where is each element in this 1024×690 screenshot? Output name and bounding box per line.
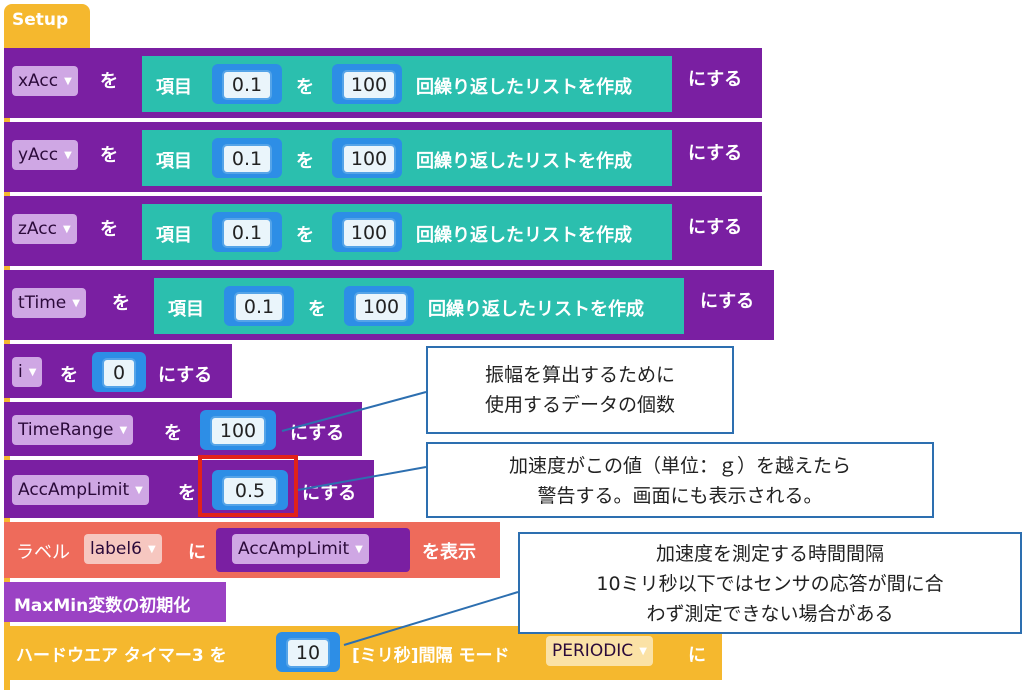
interval-label: [ミリ秒]間隔 モード: [352, 646, 510, 666]
chevron-down-icon: ▼: [28, 366, 37, 378]
chevron-down-icon: ▼: [62, 223, 71, 235]
wo-text: を: [164, 423, 182, 444]
highlight-box: [198, 455, 298, 517]
ni-suru-text: にする: [688, 69, 743, 90]
var-dropdown-accamplimit-get[interactable]: AccAmpLimit▼: [232, 534, 369, 564]
chevron-down-icon: ▼: [64, 149, 72, 161]
item-label: 項目: [156, 225, 192, 246]
ni-suru-text: にする: [302, 483, 357, 504]
ni-text: に: [188, 542, 206, 563]
chevron-down-icon: ▼: [147, 543, 156, 555]
ni-suru-text: にする: [290, 423, 345, 444]
count-input[interactable]: 100: [354, 292, 408, 322]
value-input[interactable]: 0.1: [222, 144, 272, 174]
repeat-label: 回繰り返したリストを作成: [416, 77, 632, 98]
var-dropdown-zacc[interactable]: zAcc▼: [12, 214, 77, 244]
show-text: を表示: [422, 542, 476, 563]
chevron-down-icon: ▼: [119, 424, 128, 436]
repeat-label: 回繰り返したリストを作成: [416, 225, 632, 246]
ni-suru-text: にする: [688, 143, 743, 164]
ni-suru-text: にする: [158, 365, 213, 386]
value-input[interactable]: 0: [102, 358, 136, 388]
var-dropdown-xacc[interactable]: xAcc▼: [12, 66, 78, 96]
timer-interval-input[interactable]: 10: [286, 638, 330, 668]
label-prefix: ラベル: [16, 542, 70, 563]
setup-label: Setup: [12, 10, 69, 30]
value-input[interactable]: 0.1: [222, 70, 272, 100]
repeat-label: 回繰り返したリストを作成: [416, 151, 632, 172]
var-dropdown-accamplimit[interactable]: AccAmpLimit▼: [12, 475, 149, 505]
note-acc-limit: 加速度がこの値（単位：ｇ）を越えたら 警告する。画面にも表示される。: [426, 442, 934, 518]
maxmin-label: MaxMin変数の初期化: [14, 596, 191, 616]
note1-pointer: [281, 391, 427, 432]
count-input[interactable]: 100: [342, 218, 396, 248]
wo-text: を: [100, 71, 118, 92]
value-input[interactable]: 100: [210, 416, 266, 446]
maxmin-init-block[interactable]: [4, 582, 226, 622]
value-input[interactable]: 0.5: [222, 476, 278, 506]
repeat-label: 回繰り返したリストを作成: [428, 299, 644, 320]
label-dropdown[interactable]: label6▼: [84, 534, 162, 564]
wo-text: を: [112, 293, 130, 314]
wo-text: を: [178, 483, 196, 504]
note-data-count: 振幅を算出するために 使用するデータの個数: [426, 346, 734, 434]
timer-prefix: ハードウエア タイマー3 を: [16, 646, 227, 666]
note-interval: 加速度を測定する時間間隔 10ミリ秒以下ではセンサの応答が間に合 わず測定できな…: [518, 532, 1022, 634]
chevron-down-icon: ▼: [355, 543, 363, 555]
wo-text: を: [296, 151, 314, 172]
wo-text: を: [308, 299, 326, 320]
chevron-down-icon: ▼: [639, 645, 647, 657]
wo-text: を: [296, 225, 314, 246]
count-input[interactable]: 100: [342, 70, 396, 100]
chevron-down-icon: ▼: [72, 297, 80, 309]
item-label: 項目: [156, 151, 192, 172]
var-dropdown-timerange[interactable]: TimeRange▼: [12, 415, 134, 445]
var-dropdown-yacc[interactable]: yAcc▼: [12, 140, 78, 170]
note2-pointer: [297, 466, 427, 491]
note3-pointer: [343, 591, 519, 646]
var-dropdown-i[interactable]: i▼: [12, 357, 43, 387]
ni-suru-text: にする: [700, 291, 755, 312]
count-input[interactable]: 100: [342, 144, 396, 174]
chevron-down-icon: ▼: [64, 75, 72, 87]
wo-text: を: [60, 365, 78, 386]
wo-text: を: [100, 145, 118, 166]
wo-text: を: [100, 219, 118, 240]
value-input[interactable]: 0.1: [234, 292, 284, 322]
value-input[interactable]: 0.1: [222, 218, 272, 248]
wo-text: を: [296, 77, 314, 98]
timer-suffix: に: [688, 645, 706, 666]
item-label: 項目: [168, 299, 204, 320]
ni-suru-text: にする: [688, 217, 743, 238]
item-label: 項目: [156, 77, 192, 98]
var-dropdown-ttime[interactable]: tTime▼: [12, 288, 86, 318]
chevron-down-icon: ▼: [135, 484, 143, 496]
mode-dropdown[interactable]: PERIODIC▼: [546, 636, 653, 666]
setup-block[interactable]: Setup: [4, 4, 90, 48]
